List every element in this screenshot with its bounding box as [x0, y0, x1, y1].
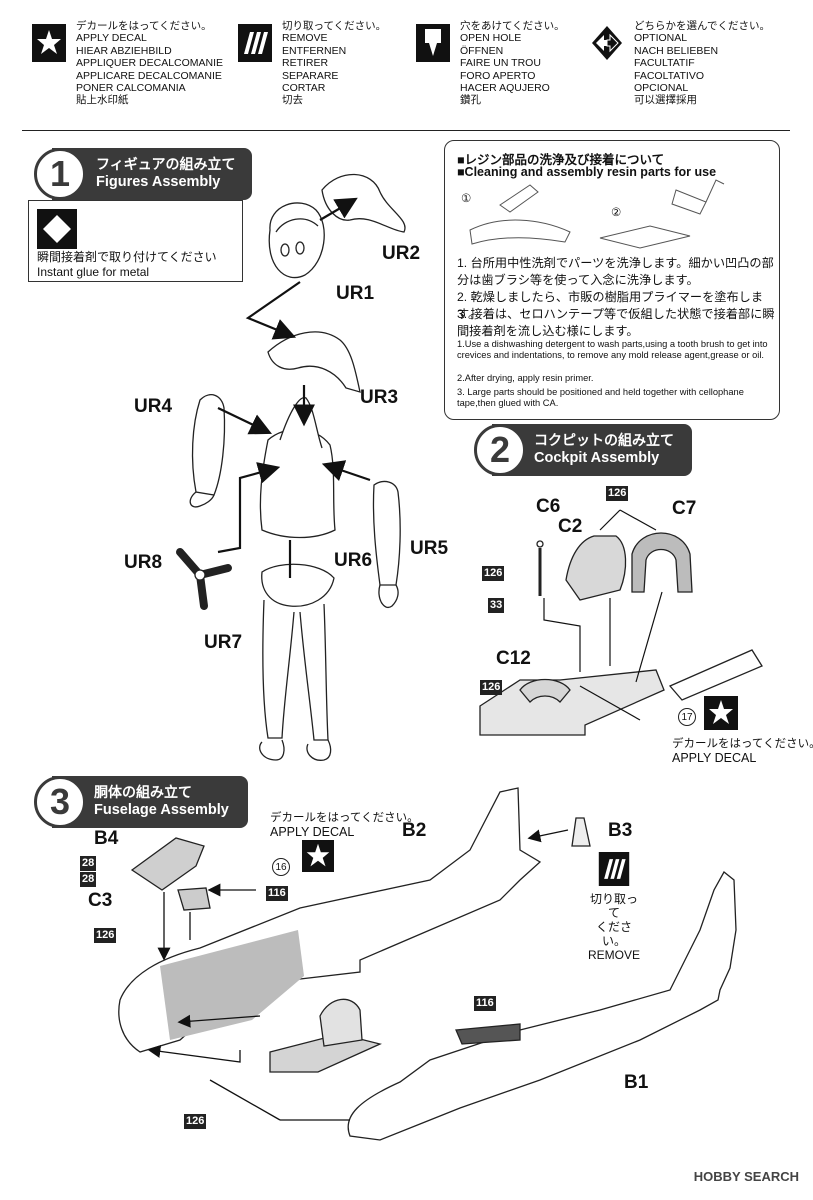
remove-cut-icon — [238, 24, 272, 62]
step1-title-en: Figures Assembly — [96, 174, 221, 190]
part-C2: C2 — [558, 516, 583, 537]
num-126-c6: 126 — [482, 566, 505, 581]
resin-step3-en: 3. Large parts should be positioned and … — [457, 387, 744, 408]
step3-decal-en: APPLY DECAL — [270, 825, 355, 839]
remove-cut-icon — [598, 852, 630, 886]
fuselage-line-art — [118, 787, 737, 1141]
num-28-b: 28 — [80, 872, 97, 887]
step3-decal-jp: デカールをはってください。 — [270, 812, 419, 824]
part-B2: B2 — [402, 820, 427, 841]
part-UR7: UR7 — [204, 632, 243, 653]
num-126-c3: 126 — [94, 928, 117, 943]
cockpit-line-art — [479, 532, 763, 736]
step1-title-jp: フィギュアの組み立て — [96, 156, 236, 172]
resin-title-jp: ■レジン部品の洗浄及び接着について — [457, 153, 665, 167]
part-C6: C6 — [536, 496, 561, 517]
step1-arrows — [217, 197, 371, 578]
num-116-b1: 116 — [474, 996, 496, 1011]
part-UR5: UR5 — [410, 538, 449, 559]
part-C3: C3 — [88, 890, 113, 911]
resin-step2-en: 2.After drying, apply resin primer. — [457, 373, 594, 383]
part-C7: C7 — [672, 498, 697, 519]
open-hole-icon — [416, 24, 450, 62]
step3-arrows — [147, 829, 569, 1121]
num-126-c2c7: 126 — [606, 486, 629, 501]
num-28-a: 28 — [80, 856, 97, 871]
resin-step3-jp: 3. 接着は、セロハンテープ等で仮組した状態で接着部に瞬間接着剤を流し込む様にし… — [457, 307, 775, 338]
part-UR4: UR4 — [134, 396, 173, 417]
part-UR1: UR1 — [336, 283, 375, 304]
step2-header: コクピットの組み立て Cockpit Assembly — [492, 424, 692, 476]
step2-number: 2 — [474, 424, 526, 476]
resin-fig2: ② — [611, 207, 622, 219]
part-B4: B4 — [94, 828, 119, 849]
resin-instructions-box: ■レジン部品の洗浄及び接着について ■Cleaning and assembly… — [444, 140, 780, 420]
step2-decal-jp: デカールをはってください。 — [672, 738, 813, 750]
resin-fig1: ① — [461, 193, 472, 205]
part-B3: B3 — [608, 820, 633, 841]
decal-16: 16 — [272, 858, 290, 876]
step2-arrows — [543, 509, 663, 721]
decal-star-icon — [704, 696, 738, 730]
resin-step2-jp: 2. 乾燥しましたら、市販の樹脂用プライマーを塗布します。 — [457, 290, 764, 321]
figure-line-art — [176, 173, 406, 761]
part-C12: C12 — [496, 648, 531, 669]
step3-number: 3 — [34, 776, 86, 828]
resin-step1-en: 1.Use a dishwashing detergent to wash pa… — [457, 339, 768, 360]
step2-title-jp: コクピットの組み立て — [534, 432, 674, 448]
num-116-b2: 116 — [266, 886, 288, 901]
part-UR2: UR2 — [382, 243, 421, 264]
decal-star-icon — [302, 840, 334, 872]
step2-decal-en: APPLY DECAL — [672, 751, 757, 765]
step3-title-en: Fuselage Assembly — [94, 802, 229, 818]
optional-arrows-icon — [592, 26, 622, 60]
watermark: HOBBY SEARCH — [693, 1169, 799, 1184]
num-126-c12: 126 — [480, 680, 503, 695]
part-UR3: UR3 — [360, 387, 399, 408]
step3-title-jp: 胴体の組み立て — [94, 784, 192, 800]
decal-star-icon — [32, 24, 66, 62]
step1-number: 1 — [34, 148, 86, 200]
num-33: 33 — [488, 598, 505, 613]
glue-note-en: Instant glue for metal — [37, 265, 150, 279]
step3-remove-note: 切り取って ください。 REMOVE — [587, 892, 640, 962]
resin-step1-jp: 1. 台所用中性洗剤でパーツを洗浄します。細かい凹凸の部分は歯ブラシ等を使って入… — [457, 256, 774, 287]
glue-note-jp: 瞬間接着剤で取り付けてください — [37, 250, 217, 264]
step2-title-en: Cockpit Assembly — [534, 450, 660, 466]
part-B1: B1 — [624, 1072, 649, 1093]
num-126-cockpit: 126 — [184, 1114, 207, 1129]
part-UR8: UR8 — [124, 552, 163, 573]
decal-17: 17 — [678, 708, 696, 726]
legend-divider — [22, 130, 790, 131]
resin-cleaning-sketches — [469, 179, 725, 249]
instant-glue-note: 瞬間接着剤で取り付けてください Instant glue for metal — [28, 200, 243, 282]
optional-diamond-icon — [37, 209, 77, 249]
part-UR6: UR6 — [334, 550, 373, 571]
resin-title-en: ■Cleaning and assembly resin parts for u… — [457, 165, 717, 179]
